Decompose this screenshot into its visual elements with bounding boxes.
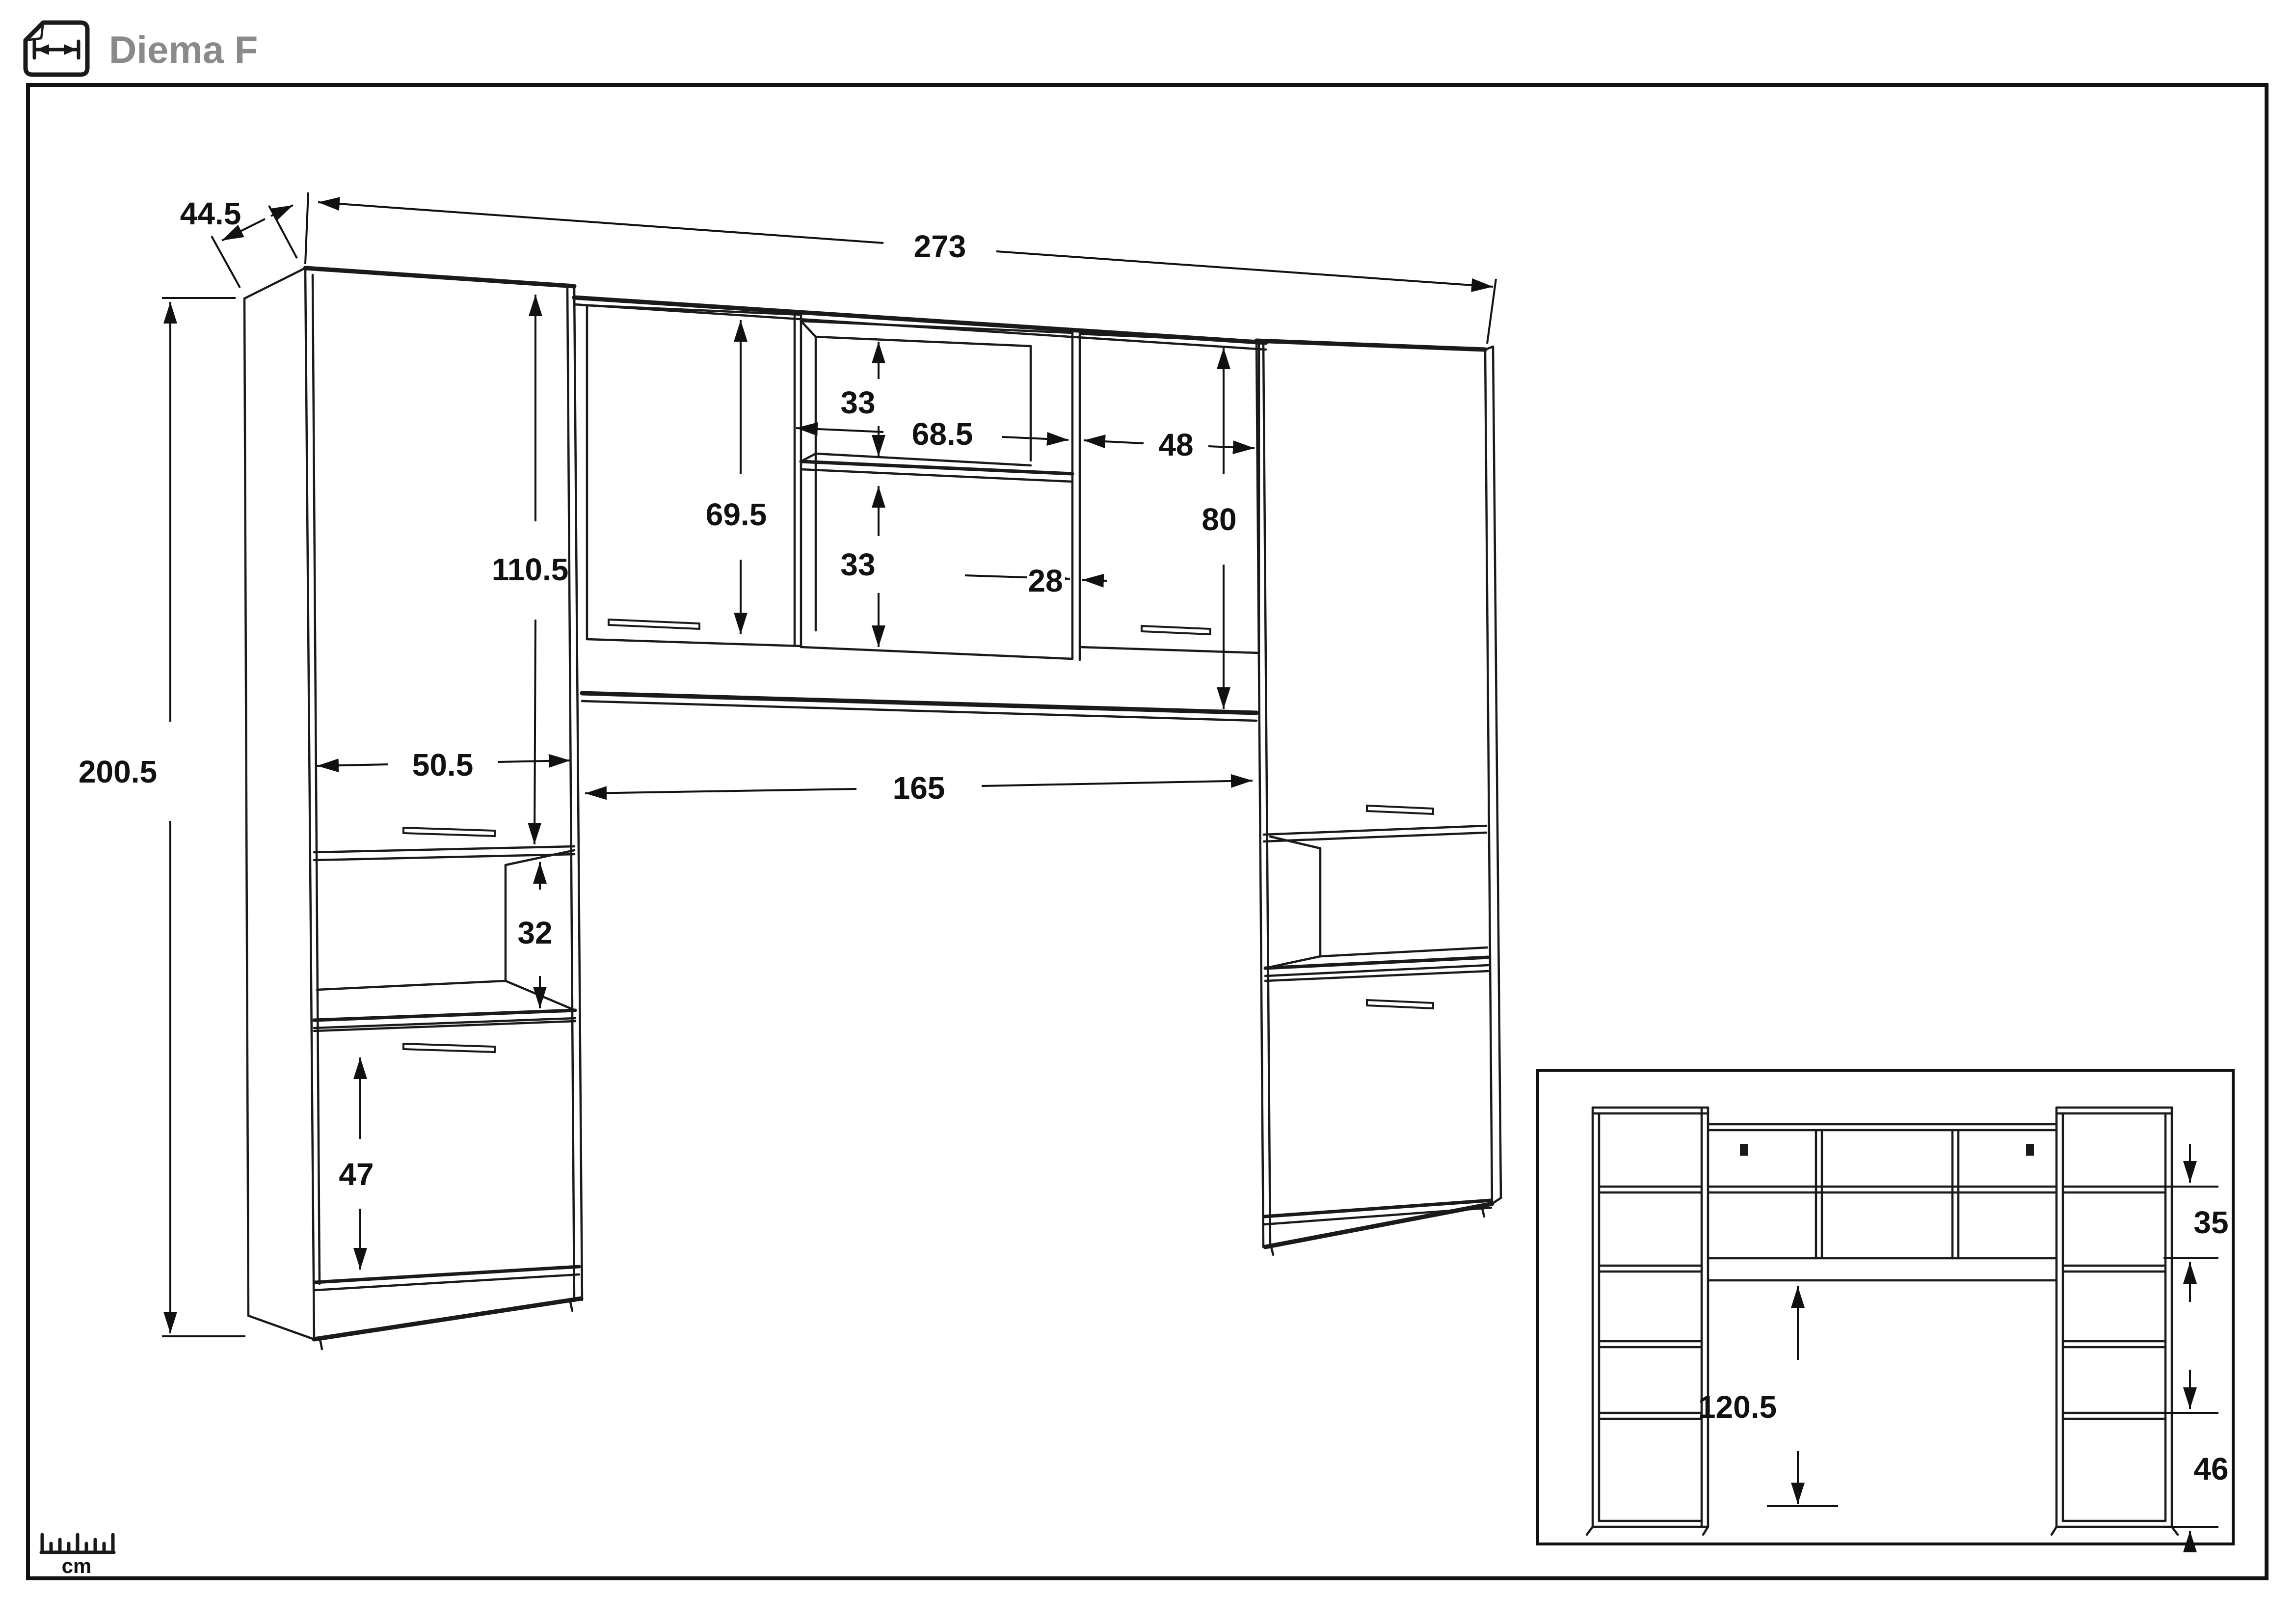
bridge-left-door-handle [608,618,700,630]
dim-top-gap-lower: 33 [840,547,875,582]
scale-note: cm [39,1533,116,1577]
dim-opening-width: 165 [893,770,945,806]
header: Diema F [23,20,258,77]
dim-inset-shelf-gap: 35 [2193,1205,2228,1240]
right-cabinet [1254,338,1502,1256]
dim-top-unit-height: 80 [1201,502,1236,537]
dimension-page-icon [23,20,90,77]
dim-divider-width: 28 [1028,563,1063,598]
dim-top-gap-upper: 33 [840,385,875,420]
left-cabinet [243,266,584,1351]
dim-interior-width: 50.5 [412,747,474,783]
dim-lower-door-height: 47 [339,1157,374,1192]
dimensions-inset: 120.5 35 46 [1698,1144,2229,1552]
dim-top-opening-width: 68.5 [912,416,973,452]
dim-overall-width: 273 [914,229,966,264]
dimensions-main: 273 44.5 200.5 110.5 50.5 32 47 69.5 [79,192,1497,1337]
hinge-icon [1740,1144,1748,1156]
right-lower-door-handle [1366,999,1434,1010]
dim-inset-lower-height: 46 [2193,1451,2228,1487]
dim-top-right-door-width: 48 [1158,427,1193,462]
dim-niche-height: 32 [517,915,552,950]
dim-upper-door-height: 110.5 [492,552,569,587]
inset-frame [1536,1069,2235,1545]
page-title: Diema F [109,28,258,71]
dim-top-interior-height: 69.5 [706,497,767,532]
inset-interior-view: 120.5 35 46 [1536,1069,2235,1552]
inset-bridge [1707,1123,2058,1282]
bridge-top-unit [572,295,1268,722]
inset-left-column [1585,1106,1709,1536]
hinge-icon [2026,1144,2034,1156]
dim-inset-opening-height: 120.5 [1698,1389,1777,1425]
ruler-icon [39,1533,116,1554]
drawing-frame [26,83,2269,1580]
inset-right-column [2050,1106,2179,1536]
bridge-right-door-handle [1141,624,1211,636]
left-lower-door-handle [402,1042,496,1054]
right-upper-door-handle [1366,804,1434,815]
dim-total-height: 200.5 [79,754,157,789]
left-upper-door-handle [402,826,496,838]
dim-depth: 44.5 [180,196,241,231]
unit-label: cm [62,1554,92,1577]
